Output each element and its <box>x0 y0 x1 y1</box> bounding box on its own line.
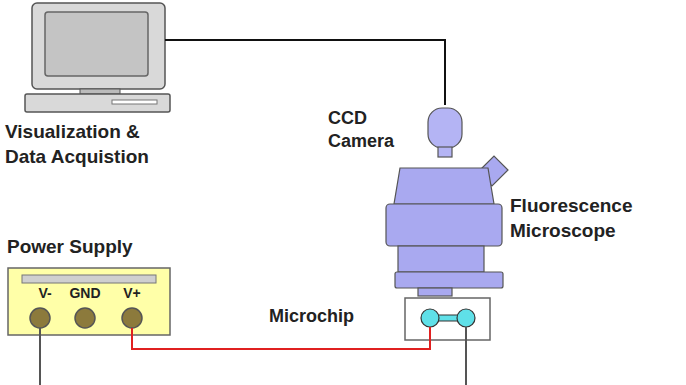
camera-illustration <box>428 108 462 157</box>
connector-wire <box>132 336 430 349</box>
node-label: Microchip <box>269 306 384 327</box>
power-supply-illustration <box>8 268 170 335</box>
power-supply-node: Power SupplyV-GND V+ <box>5 236 175 336</box>
camera-node: CCD Camera <box>328 105 470 160</box>
computer-illustration <box>25 3 181 112</box>
microchip-node: Microchip <box>265 296 495 340</box>
computer-node: Visualization & Data Acquistion <box>5 0 180 175</box>
microscope-illustration <box>386 156 508 296</box>
pin-label: V- <box>25 286 65 301</box>
microchip-illustration <box>405 298 490 340</box>
node-label: CCD Camera <box>328 107 416 154</box>
microscope-node: Fluorescence Microscope <box>380 160 678 290</box>
node-label: Fluorescence Microscope <box>510 194 676 243</box>
connector-wire <box>180 40 445 105</box>
pin-label: V+ <box>112 286 152 301</box>
pin-label: GND <box>63 286 107 301</box>
node-label: Visualization & Data Acquistion <box>5 120 180 169</box>
wire <box>40 327 466 385</box>
node-heading: Power Supply <box>7 236 173 258</box>
